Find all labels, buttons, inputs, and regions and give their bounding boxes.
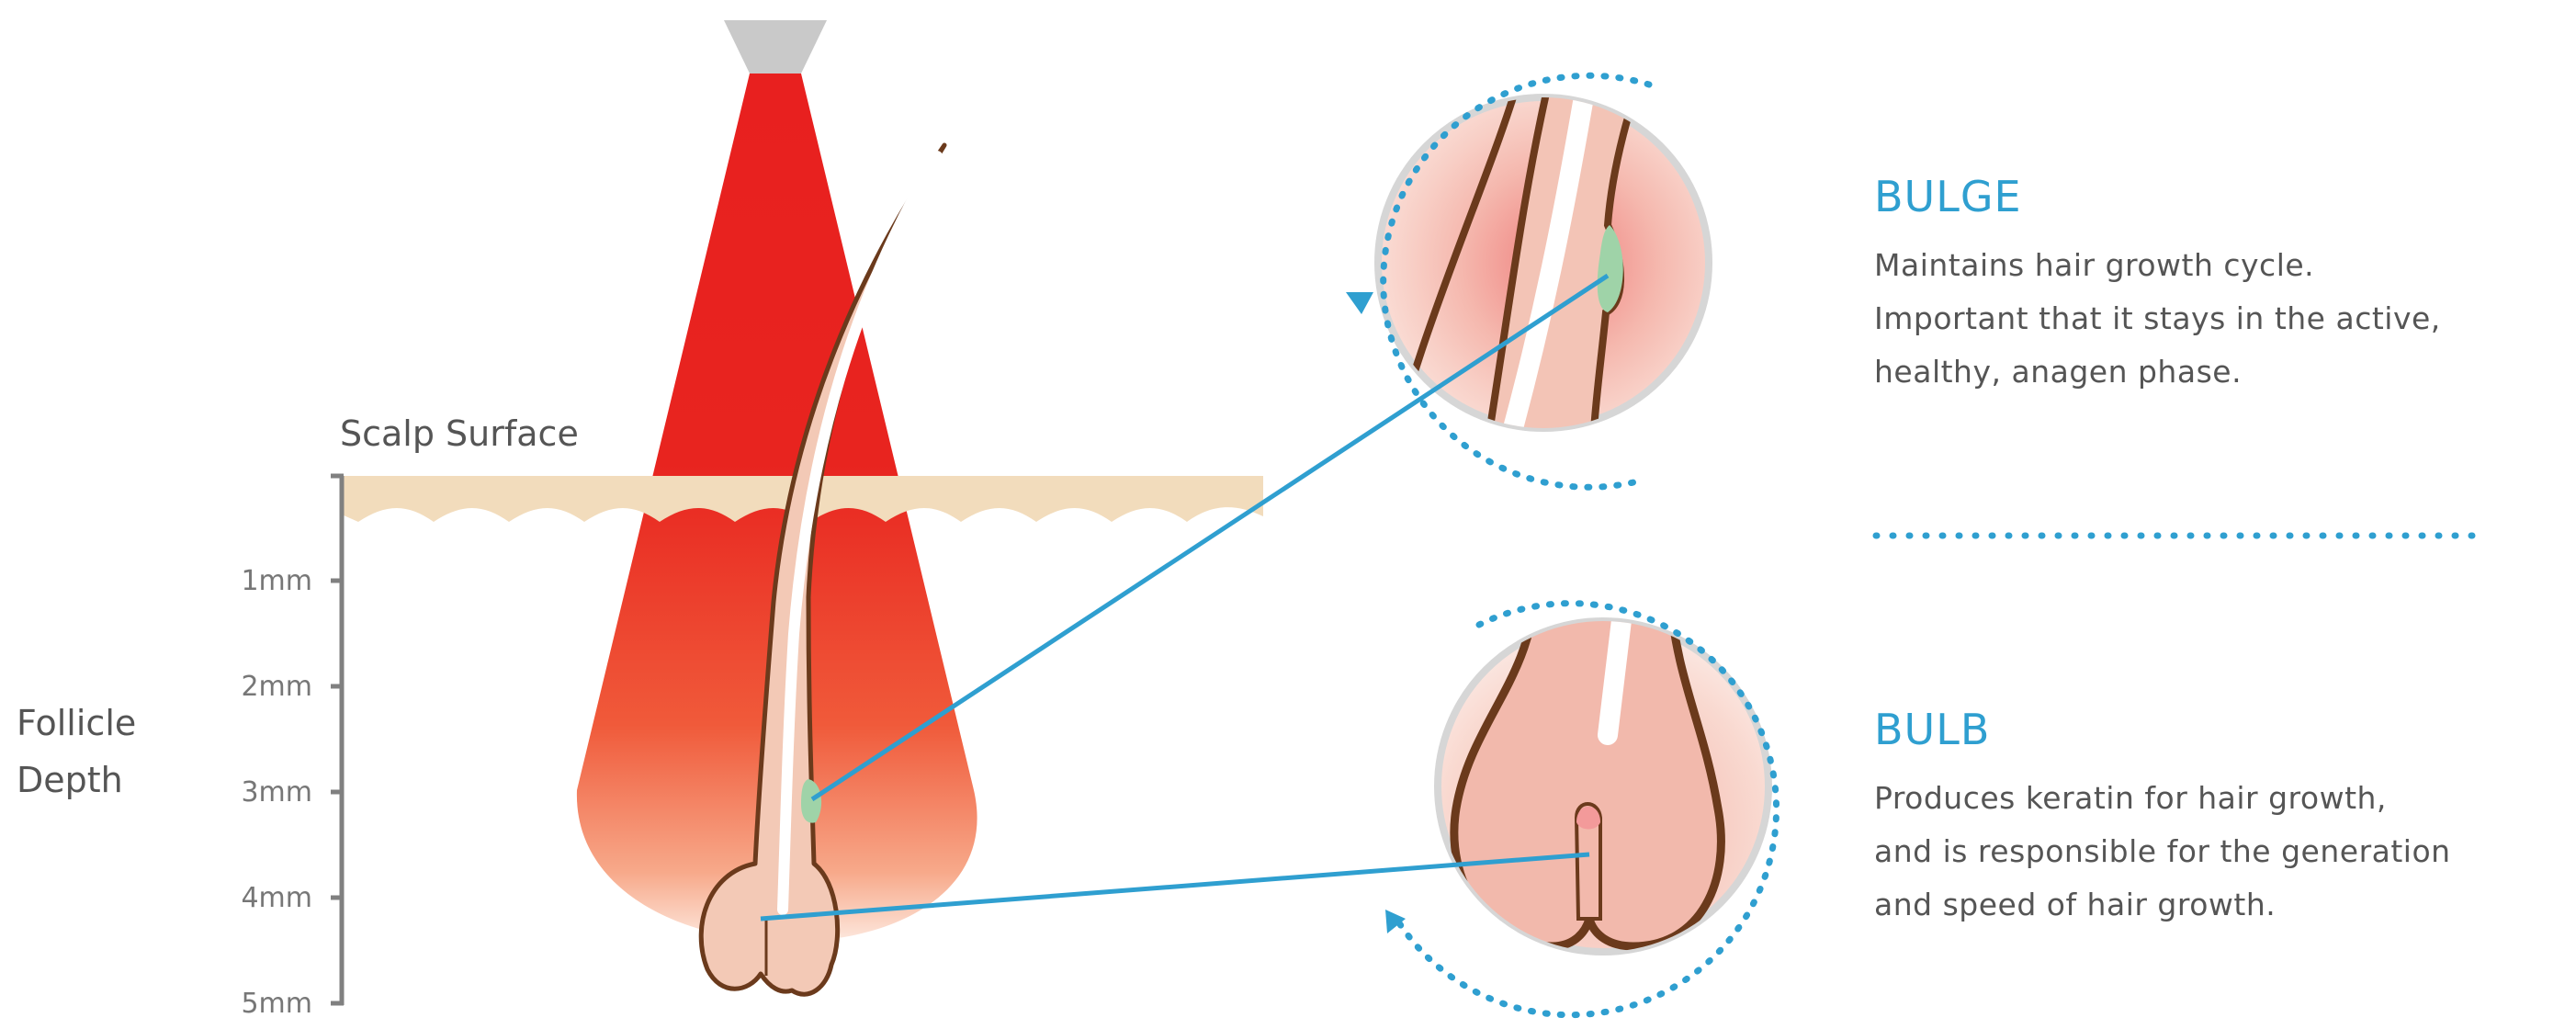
depth-scale: 1mm 2mm 3mm 4mm 5mm Follicle Depth <box>17 476 344 1020</box>
bulge-description-line: healthy, anagen phase. <box>1874 354 2242 390</box>
lamp-head-icon <box>724 20 827 74</box>
bulge-info: BULGE Maintains hair growth cycle. Impor… <box>1874 172 2441 390</box>
bulb-description-line: and is responsible for the generation <box>1874 833 2451 869</box>
axis-title-follicle: Follicle <box>17 703 136 743</box>
bulge-zoom-view <box>1346 55 1709 496</box>
bulge-heading: BULGE <box>1874 172 2022 221</box>
bulb-info: BULB Produces keratin for hair growth, a… <box>1874 705 2451 922</box>
bulb-zoom-view <box>1385 597 1777 1015</box>
bulb-description-line: Produces keratin for hair growth, <box>1874 780 2387 816</box>
depth-tick-label: 3mm <box>241 776 312 808</box>
depth-tick-label: 2mm <box>241 671 312 703</box>
arrow-head-icon <box>1346 292 1373 314</box>
bulge-description-line: Maintains hair growth cycle. <box>1874 247 2314 283</box>
depth-tick-label: 5mm <box>241 988 312 1020</box>
bulge-description-line: Important that it stays in the active, <box>1874 300 2441 336</box>
bulb-description-line: and speed of hair growth. <box>1874 887 2276 922</box>
arrow-head-icon <box>1385 910 1406 933</box>
axis-title-depth: Depth <box>17 760 123 800</box>
bulb-heading: BULB <box>1874 705 1990 754</box>
depth-tick-label: 1mm <box>241 565 312 597</box>
depth-tick-label: 4mm <box>241 882 312 914</box>
scalp-surface-label: Scalp Surface <box>340 413 579 454</box>
